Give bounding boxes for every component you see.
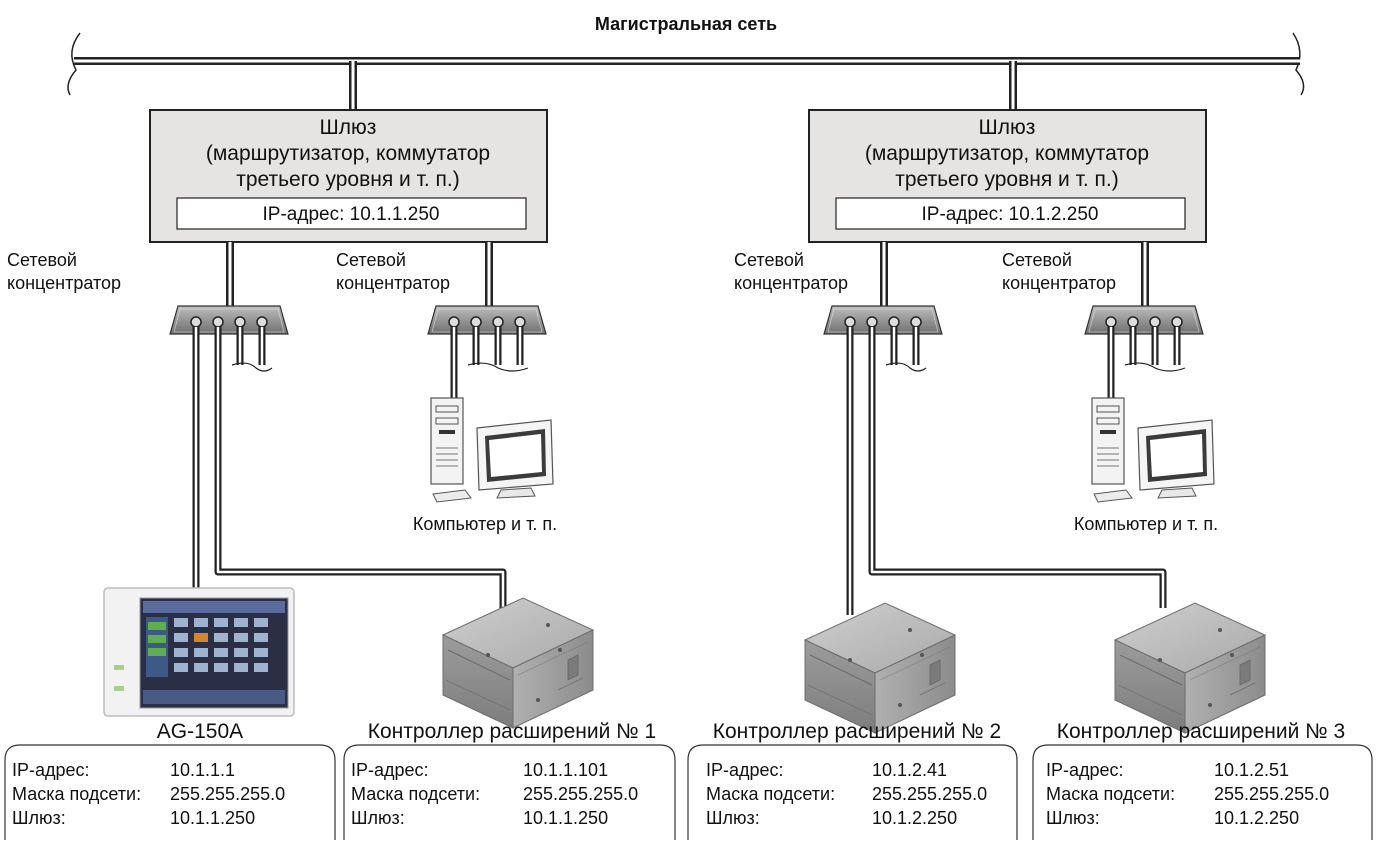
hub-label-line2: концентратор <box>7 273 121 293</box>
computer-icon <box>430 397 554 503</box>
device-info-box: IP-адрес: 10.1.2.51 Маска подсети: 255.2… <box>1032 744 1373 840</box>
mask-label: Маска подсети: <box>706 784 835 804</box>
expansion-controller-icon <box>1114 602 1266 734</box>
gateway-value: 10.1.1.250 <box>170 808 255 828</box>
ip-value: 10.1.1.101 <box>523 760 608 780</box>
gateway-value: 10.1.2.250 <box>1214 808 1299 828</box>
hub-ports-cables <box>190 316 1186 615</box>
mask-label: Маска подсети: <box>1046 784 1175 804</box>
ip-label: IP-адрес: <box>1046 760 1124 780</box>
gateway-ip: IP-адрес: 10.1.1.250 <box>263 204 440 225</box>
hub-icon <box>1084 305 1204 335</box>
hub-label-line1: Сетевой <box>7 250 77 270</box>
gateway-title: Шлюз <box>320 116 377 139</box>
mask-value: 255.255.255.0 <box>170 784 285 804</box>
gateway-1: Шлюз (маршрутизатор, коммутатор третьего… <box>149 109 548 243</box>
gateway-label: Шлюз: <box>351 808 405 828</box>
expansion-controller-icon <box>442 597 594 729</box>
backbone-label: Магистральная сеть <box>595 14 777 34</box>
gateway-title: Шлюз <box>979 116 1036 139</box>
hub-label-line1: Сетевой <box>1002 250 1072 270</box>
hub-label-line1: Сетевой <box>734 250 804 270</box>
mask-value: 255.255.255.0 <box>872 784 987 804</box>
ip-value: 10.1.1.1 <box>170 760 235 780</box>
gateway-desc-line1: (маршрутизатор, коммутатор <box>206 142 490 165</box>
gateway-desc-line1: (маршрутизатор, коммутатор <box>865 142 1149 165</box>
gateway-value: 10.1.1.250 <box>523 808 608 828</box>
hub-icon <box>169 305 289 335</box>
device-info-box: IP-адрес: 10.1.1.101 Маска подсети: 255.… <box>343 744 676 840</box>
hub-icon <box>427 305 547 335</box>
device-name: Контроллер расширений № 2 <box>713 720 1001 743</box>
mask-value: 255.255.255.0 <box>1214 784 1329 804</box>
gateway-label: Шлюз: <box>12 808 66 828</box>
hub-icon <box>823 305 943 335</box>
computer-label: Компьютер и т. п. <box>413 514 557 534</box>
ag150a-panel-icon <box>103 587 295 717</box>
cable-backbone-gateway <box>349 61 1017 110</box>
hub-label-line2: концентратор <box>1002 273 1116 293</box>
device-name: Контроллер расширений № 1 <box>368 720 656 743</box>
mask-value: 255.255.255.0 <box>523 784 638 804</box>
mask-label: Маска подсети: <box>12 784 141 804</box>
device-info-box: IP-адрес: 10.1.1.1 Маска подсети: 255.25… <box>4 744 336 840</box>
gateway-ip: IP-адрес: 10.1.2.250 <box>922 204 1099 225</box>
mask-label: Маска подсети: <box>351 784 480 804</box>
ip-value: 10.1.2.41 <box>872 760 947 780</box>
ip-value: 10.1.2.51 <box>1214 760 1289 780</box>
gateway-value: 10.1.2.250 <box>872 808 957 828</box>
computer-label: Компьютер и т. п. <box>1074 514 1218 534</box>
gateway-label: Шлюз: <box>706 808 760 828</box>
gateway-desc-line2: третьего уровня и т. п.) <box>236 168 460 191</box>
computer-icon <box>1091 397 1215 503</box>
gateway-label: Шлюз: <box>1046 808 1100 828</box>
ip-label: IP-адрес: <box>12 760 90 780</box>
backbone-network <box>67 32 1305 96</box>
gateway-2: Шлюз (маршрутизатор, коммутатор третьего… <box>808 109 1207 243</box>
hub-label-line1: Сетевой <box>336 250 406 270</box>
hub-label-line2: концентратор <box>336 273 450 293</box>
expansion-controller-icon <box>804 602 956 734</box>
device-info-box: IP-адрес: 10.1.2.41 Маска подсети: 255.2… <box>687 744 1018 840</box>
ip-label: IP-адрес: <box>351 760 429 780</box>
cable-gateway-hubs <box>226 242 1149 308</box>
device-name: AG-150A <box>157 720 243 743</box>
ip-label: IP-адрес: <box>706 760 784 780</box>
device-name: Контроллер расширений № 3 <box>1057 720 1345 743</box>
gateway-desc-line2: третьего уровня и т. п.) <box>895 168 1119 191</box>
hub-label-line2: концентратор <box>734 273 848 293</box>
